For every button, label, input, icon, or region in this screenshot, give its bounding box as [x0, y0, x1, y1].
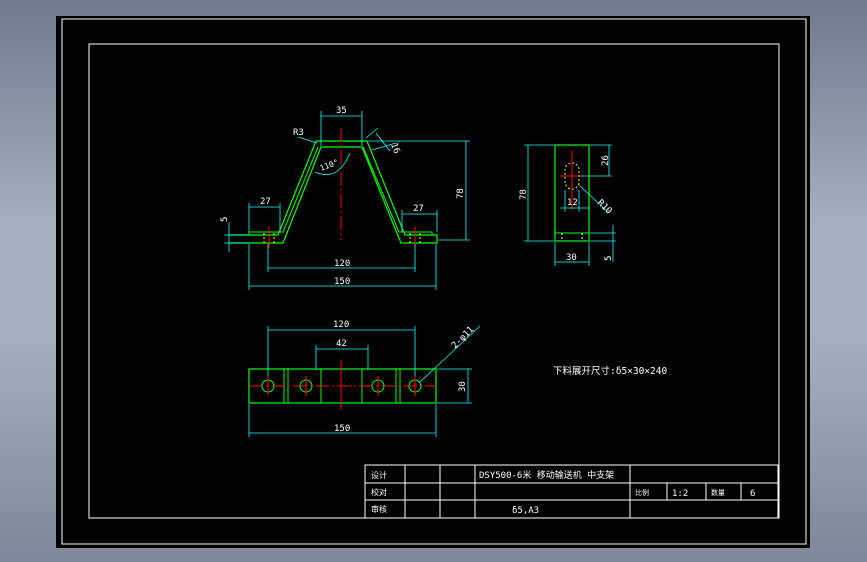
- inner-frame: [88, 43, 780, 519]
- drawing-sheet: 35 R3 16 110° 78 27 27 5 120 150: [61, 18, 807, 545]
- title-block: 设计 校对 审核 DSY500-6米 移动输送机 中支架 δ5,A3 比例 1:…: [364, 464, 779, 519]
- bracket-profile-outer: [229, 140, 438, 244]
- tb-quantity: 6: [750, 489, 755, 499]
- side-dim-slot-width: 12: [567, 198, 578, 208]
- front-view: 35 R3 16 110° 78 27 27 5 120 150: [220, 106, 470, 290]
- top-view: 120 42 2-φ11 30 150: [248, 320, 481, 437]
- side-dim-width: 30: [566, 253, 577, 263]
- top-dim-overall-length: 150: [334, 424, 350, 434]
- side-dim-slot-length: 26: [601, 155, 611, 166]
- tb-label-qty: 数量: [711, 488, 725, 497]
- top-dim-hole-spacing: 120: [333, 320, 349, 330]
- tb-label-check: 校对: [371, 487, 387, 497]
- bracket-profile-inner-right: [362, 146, 433, 235]
- side-dim-height: 78: [519, 189, 529, 200]
- side-dim-thickness: 5: [604, 256, 614, 261]
- dim-angle: 110°: [319, 158, 340, 173]
- blank-size-note: 下料展开尺寸:δ5×30×240: [553, 365, 667, 377]
- outer-frame: [61, 18, 807, 545]
- dim-radius: R3: [293, 128, 304, 138]
- drawing-viewport[interactable]: 35 R3 16 110° 78 27 27 5 120 150: [56, 16, 810, 548]
- dim-flange-right: 27: [413, 204, 424, 214]
- tb-scale: 1:2: [672, 489, 688, 499]
- side-view: 78 26 12 R10 30 5: [519, 144, 616, 266]
- dim-height: 78: [456, 188, 466, 199]
- dim-thickness: 16: [388, 142, 401, 156]
- top-dim-holes: 2-φ11: [450, 325, 476, 351]
- tb-material: δ5,A3: [512, 506, 539, 516]
- bracket-profile-inner-left: [248, 146, 319, 235]
- tb-drawing-title: DSY500-6米 移动输送机 中支架: [479, 469, 614, 481]
- top-dim-width: 30: [458, 381, 468, 392]
- top-dim-slot-spacing: 42: [336, 339, 347, 349]
- tb-label-scale: 比例: [635, 488, 649, 497]
- dim-plate-thickness: 5: [220, 217, 230, 222]
- side-dim-slot-radius: R10: [595, 198, 614, 217]
- tb-label-audit: 审核: [371, 504, 387, 514]
- dim-flange-left: 27: [260, 197, 271, 207]
- tb-label-design: 设计: [371, 470, 387, 480]
- dim-top-width: 35: [336, 106, 347, 116]
- dim-overall-length: 150: [334, 277, 350, 287]
- dim-inner-span: 120: [334, 259, 350, 269]
- side-plate: [554, 144, 590, 242]
